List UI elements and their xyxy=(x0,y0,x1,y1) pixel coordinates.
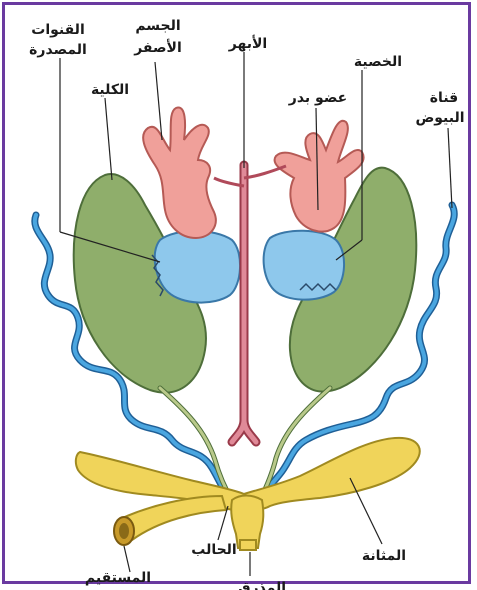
fat-body-left xyxy=(143,107,216,238)
label-cloaca: المذرق xyxy=(238,580,286,590)
testis-right xyxy=(264,231,344,300)
label-bladder: المثانة xyxy=(362,548,406,564)
label-corpus-line1: الجسم xyxy=(135,18,180,34)
label-testis: الخصية xyxy=(354,54,402,70)
label-rectum: المستقيم xyxy=(85,570,151,586)
label-oviduct-line2: البيوض xyxy=(415,110,464,126)
label-ureter: الحالب xyxy=(191,542,236,558)
label-oviduct-line1: قناة xyxy=(430,90,458,106)
label-ducts-line2: المصدرة xyxy=(29,42,87,58)
label-kidney: الكلية xyxy=(91,82,129,98)
label-aorta: الأبهر xyxy=(228,35,267,52)
label-corpus-line2: الأصفر xyxy=(133,39,182,56)
label-ducts-line1: القنوات xyxy=(31,22,85,38)
testis-left xyxy=(155,231,240,303)
label-bidder: عضو بدر xyxy=(288,90,347,106)
